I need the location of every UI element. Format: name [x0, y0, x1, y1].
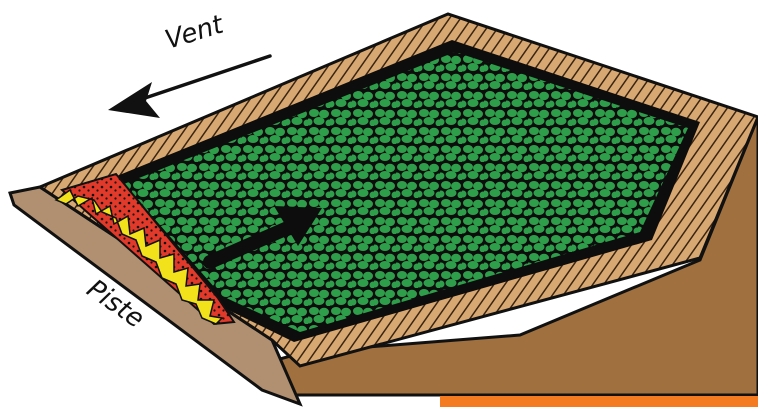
wind-label: Vent: [162, 9, 228, 55]
highlight-bar: [440, 396, 758, 407]
